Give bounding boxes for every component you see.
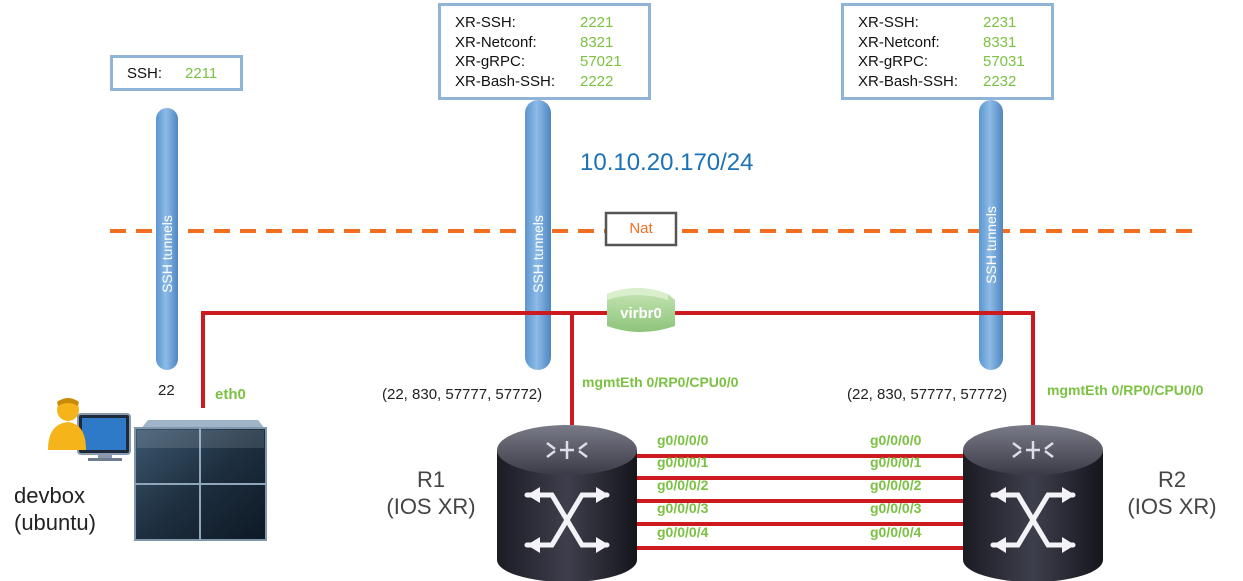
r1-name-line2: (IOS XR) xyxy=(386,494,476,519)
ssh-tunnel-r1 xyxy=(525,100,551,370)
r1-name-line1: R1 xyxy=(416,467,446,492)
port-key: XR-Netconf: xyxy=(455,33,537,51)
r1-port-row: XR-SSH: 2221 xyxy=(455,13,648,33)
subnet-label: 10.10.20.170/24 xyxy=(580,149,754,176)
tunnel-label-devbox: SSH tunnels xyxy=(159,215,175,293)
port-value: 2222 xyxy=(580,72,614,90)
port-key: XR-Bash-SSH: xyxy=(858,72,959,90)
ssh-tunnel-r2 xyxy=(979,100,1003,370)
virbr0-label: virbr0 xyxy=(620,305,662,322)
port-key: XR-Netconf: xyxy=(858,33,940,51)
r2-port-row: XR-gRPC: 57031 xyxy=(858,52,1051,72)
r2-ports-box: XR-SSH: 2231 XR-Netconf: 8331 XR-gRPC: 5703… xyxy=(841,3,1054,100)
r2-port-row: XR-SSH: 2231 xyxy=(858,13,1051,33)
devbox-port-row: SSH: 2211 xyxy=(127,64,240,84)
virbr0-bridge-icon xyxy=(607,288,675,332)
r2-port-row: XR-Netconf: 8331 xyxy=(858,33,1051,53)
management-network-links xyxy=(201,311,1035,440)
router-data-links xyxy=(630,454,970,550)
r1-router-icon xyxy=(497,425,637,581)
devbox-name-line1: devbox xyxy=(14,483,85,508)
eth0-label: eth0 xyxy=(215,386,246,403)
r1-link-interface: g0/0/0/2 xyxy=(657,477,709,493)
port-value: 57031 xyxy=(983,53,1025,70)
nat-box xyxy=(604,211,678,247)
r2-link-interface: g0/0/0/2 xyxy=(870,477,922,493)
devbox-name: devbox (ubuntu) xyxy=(14,482,96,536)
r2-link-interface: g0/0/0/4 xyxy=(870,524,922,540)
port-value: 57021 xyxy=(580,53,622,70)
r2-port-row: XR-Bash-SSH: 2232 xyxy=(858,72,1051,92)
r1-listen-ports: (22, 830, 57777, 57772) xyxy=(382,386,543,403)
r2-router-icon xyxy=(963,425,1103,581)
port-value: 2221 xyxy=(580,14,614,31)
devbox-server-icon xyxy=(134,420,267,541)
port-value: 8321 xyxy=(580,33,614,51)
r2-name: R2 (IOS XR) xyxy=(1112,466,1232,520)
r2-name-line2: (IOS XR) xyxy=(1127,494,1217,519)
port-key: XR-Bash-SSH: xyxy=(455,72,556,90)
r1-link-interface: g0/0/0/1 xyxy=(657,454,709,470)
devbox-name-line2: (ubuntu) xyxy=(14,510,96,535)
tunnel-label-r1: SSH tunnels xyxy=(530,215,546,293)
r1-port-row: XR-Bash-SSH: 2222 xyxy=(455,72,648,92)
port-value: 2231 xyxy=(983,14,1017,31)
ssh-tunnel-devbox xyxy=(156,108,178,370)
port-key: XR-gRPC: xyxy=(858,53,929,70)
r2-listen-ports: (22, 830, 57777, 57772) xyxy=(847,386,1008,403)
port-value: 8331 xyxy=(983,33,1017,51)
port-key: SSH: xyxy=(127,65,163,82)
tunnel-label-r2: SSH tunnels xyxy=(983,206,999,284)
r2-name-line1: R2 xyxy=(1157,467,1187,492)
port-value: 2211 xyxy=(185,65,218,82)
r1-name: R1 (IOS XR) xyxy=(372,466,490,520)
r2-link-interface: g0/0/0/0 xyxy=(870,432,922,448)
r1-port-row: XR-gRPC: 57021 xyxy=(455,52,648,72)
port-key: XR-SSH: xyxy=(455,14,516,31)
r1-link-interface: g0/0/0/3 xyxy=(657,500,709,516)
nat-label: Nat xyxy=(629,220,653,237)
port-key: XR-gRPC: xyxy=(455,53,526,70)
r1-mgmt-interface: mgmtEth 0/RP0/CPU0/0 xyxy=(582,374,739,390)
user-computer-icon xyxy=(48,398,131,461)
r2-mgmt-interface: mgmtEth 0/RP0/CPU0/0 xyxy=(1047,382,1204,398)
devbox-ports-box: SSH: 2211 xyxy=(110,55,243,91)
port-value: 2232 xyxy=(983,72,1017,90)
r2-link-interface: g0/0/0/1 xyxy=(870,454,922,470)
devbox-port-label: 22 xyxy=(158,382,175,399)
r1-link-interface: g0/0/0/4 xyxy=(657,524,709,540)
r2-link-interface: g0/0/0/3 xyxy=(870,500,922,516)
r1-ports-box: XR-SSH: 2221 XR-Netconf: 8321 XR-gRPC: 5702… xyxy=(438,3,651,100)
port-key: XR-SSH: xyxy=(858,14,919,31)
r1-port-row: XR-Netconf: 8321 xyxy=(455,33,648,53)
r1-link-interface: g0/0/0/0 xyxy=(657,432,709,448)
